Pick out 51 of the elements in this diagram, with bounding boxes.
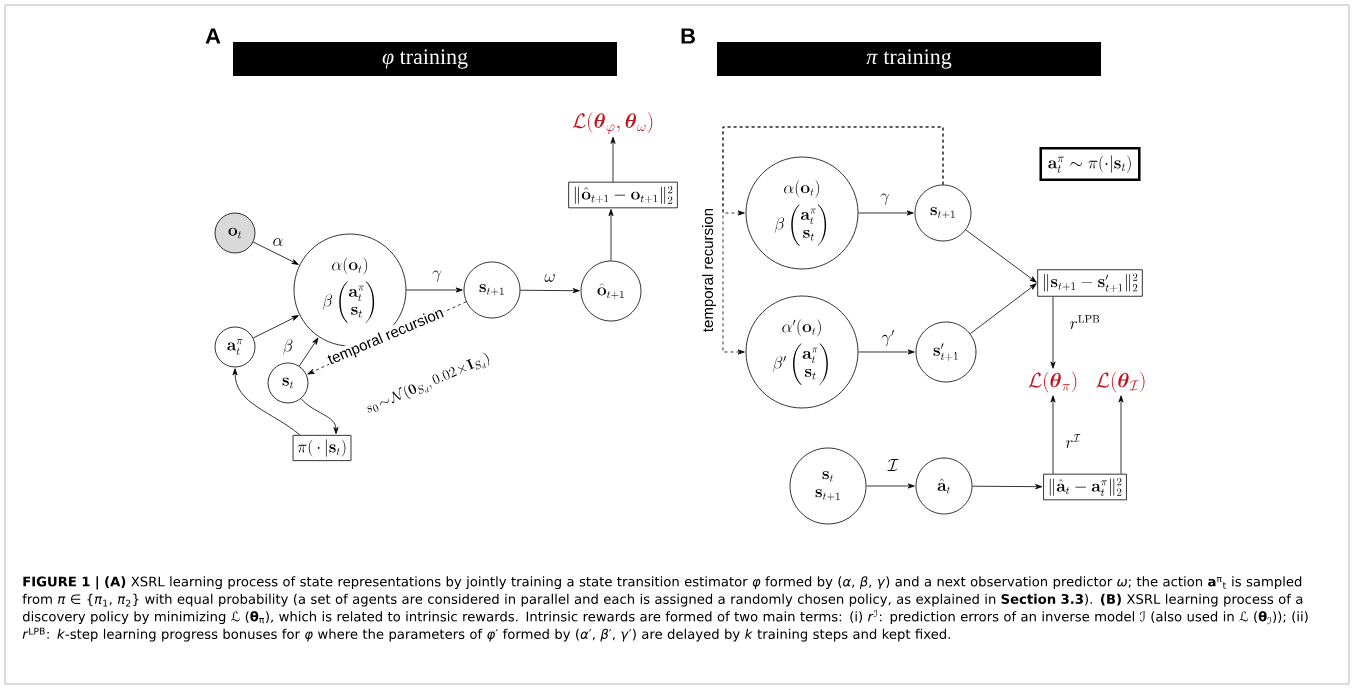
- arrow: [972, 484, 1043, 490]
- arrow: [232, 368, 301, 436]
- loss-label: $\mathcal{L}(\boldsymbol{\theta}_{\pi})$: [1028, 371, 1077, 393]
- arrow: [1050, 395, 1056, 475]
- circle-node: $\mathbf{o}_t$: [214, 212, 256, 254]
- circle-node: $\hat{\mathbf{o}}_{t+1}$: [580, 260, 642, 322]
- loss-box: $\|\hat{\mathbf{a}}_t-\mathbf{a}_t^{\pi}\|_2^2$: [1043, 473, 1127, 501]
- loss-label: $\mathcal{L}(\boldsymbol{\theta}_{\mathcal{I}})$: [1096, 371, 1145, 393]
- arrow: [969, 283, 1037, 335]
- edge-label: $\beta$: [281, 338, 295, 356]
- arrow: [1050, 296, 1056, 369]
- loss-label: $\mathcal{L}(\boldsymbol{\theta}_{\varphi},\boldsymbol{\theta}_{\omega})$: [572, 112, 653, 134]
- loss-box: $\|\mathbf{s}_{t+1}-\mathbf{s}'_{t+1}\|_2^2$: [1037, 269, 1143, 297]
- edge-label: $\gamma$: [431, 269, 443, 283]
- formula-box: $\mathbf{a}_t^{\pi}\sim\pi(\cdot|\mathbf{s}_t)$: [1039, 147, 1141, 181]
- circle-node: $\mathbf{s}_{t+1}$: [463, 261, 521, 319]
- panel-letter: A: [205, 28, 221, 44]
- arrow: [858, 210, 914, 216]
- edge-label: temporal recursion: [701, 206, 717, 334]
- edge-label: $r^{\mathrm{LPB}}$: [1068, 314, 1102, 330]
- arrow: [610, 136, 616, 183]
- circle-node: $\mathbf{s}_{t+1}$: [914, 184, 972, 242]
- circle-node: $\mathbf{a}_t^{\pi}$: [214, 326, 256, 368]
- arrow: [298, 337, 319, 367]
- arrow: [520, 288, 580, 294]
- arrow: [252, 315, 299, 339]
- edge-label: $\alpha$: [271, 237, 285, 247]
- title-band: φ training: [233, 42, 617, 76]
- circle-node: $\hat{\mathbf{a}}_t$: [915, 457, 973, 515]
- arrow: [608, 209, 614, 261]
- circle-node: $\mathbf{s}'_{t+1}$: [915, 321, 977, 383]
- edge-label: $\mathcal{I}$: [886, 458, 900, 472]
- arrow: [858, 349, 915, 355]
- edge-label: $\omega$: [543, 273, 557, 283]
- title-band: π training: [717, 42, 1101, 76]
- arrow: [406, 287, 463, 293]
- arrow: [965, 229, 1037, 283]
- arrow: [1118, 395, 1124, 475]
- caption-text: FIGURE 1 | (A) XSRL learning process of state representations by jointly training a state transition estimator φ formed by (α, β, γ) and a next observation predictor ω; the action a$^{π}$$_{t}$ is sampled from π ∈ {π$_{1}$, π$_{2}$} with equal probability (a set of agents are considered in parallel and each is assigned a randomly chosen policy, as explained in Section 3.3). (B) XSRL learning process of a discovery policy by minimizing ℒ (θ$_{π}$), which is related to intrinsic rewards. Intrinsic rewards are formed of two main terms: (i) r$^{ℐ}$: prediction errors of an inverse model ℐ (also used in ℒ (θ$_{ℐ}$)); (ii) r$^{LPB}$: k-step learning progress bonuses for φ where the parameters of φ′ formed by (α′, β′, γ′) are delayed by k training steps and kept fixed.: [22, 576, 1308, 642]
- loss-box: $\pi(\,\cdot\,|\mathbf{s}_t)$: [292, 434, 352, 462]
- arrow: [722, 126, 944, 355]
- arrow: [252, 241, 299, 265]
- edge-label: $\gamma$: [879, 192, 891, 206]
- circle-node: $\mathbf{s}_t$: [267, 362, 309, 404]
- loss-box: $\|\hat{\mathbf{o}}_{t+1}-\mathbf{o}_{t+1}\|_2^2$: [568, 181, 678, 209]
- arrow: [866, 483, 915, 489]
- edge-label: $r^{\mathcal{I}}$: [1064, 433, 1082, 449]
- arrow: [300, 398, 339, 435]
- circle-node: $\mathbf{s}_t$ $\mathbf{s}_{t+1}$: [789, 447, 867, 525]
- edge-label: $\gamma'$: [880, 329, 896, 347]
- panel-letter: B: [681, 28, 695, 44]
